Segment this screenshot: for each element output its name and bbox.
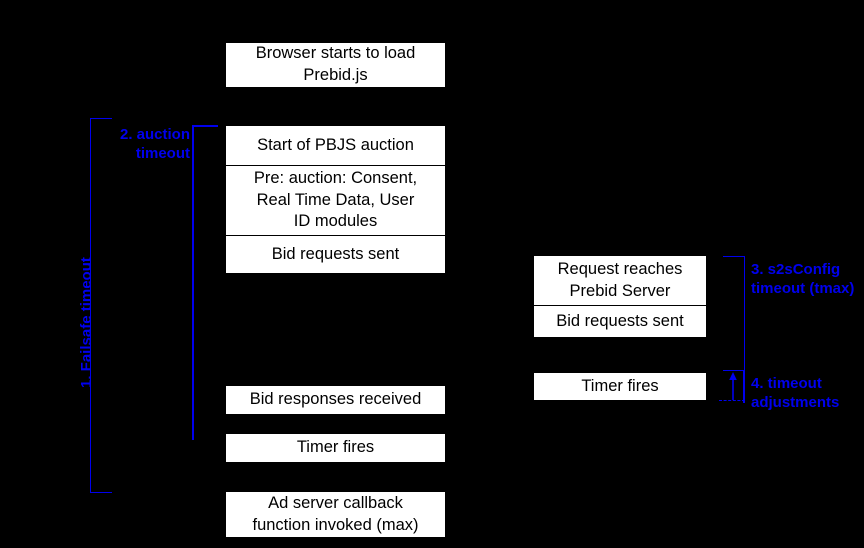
annotation-auction-timeout-label: 2. auction timeout bbox=[119, 126, 190, 162]
client-stacked-box-group: Start of PBJS auction Pre: auction: Cons… bbox=[226, 126, 445, 273]
annotation-s2sconfig-timeout-label: 3. s2sConfig timeout (tmax) bbox=[751, 261, 855, 297]
box-pre-auction-modules: Pre: auction: Consent, Real Time Data, U… bbox=[226, 166, 445, 236]
bracket-failsafe-timeout bbox=[90, 118, 112, 493]
timeout-adjustments-divider bbox=[743, 371, 745, 403]
box-bid-requests-sent-client: Bid requests sent bbox=[226, 236, 445, 273]
box-bid-responses-received: Bid responses received bbox=[226, 386, 445, 414]
bracket-s2sconfig-timeout bbox=[723, 256, 745, 371]
box-request-reaches-prebid-server: Request reaches Prebid Server bbox=[534, 256, 706, 306]
bracket-auction-timeout-stem bbox=[192, 125, 194, 440]
annotation-failsafe-timeout-label: 1. Failsafe timeout bbox=[78, 257, 95, 388]
timeout-adjustments-baseline bbox=[719, 400, 745, 401]
box-ad-server-callback-invoked: Ad server callback function invoked (max… bbox=[226, 492, 445, 537]
bracket-auction-timeout-top bbox=[192, 125, 218, 127]
box-timer-fires-client: Timer fires bbox=[226, 434, 445, 462]
server-stacked-box-group: Request reaches Prebid Server Bid reques… bbox=[534, 256, 706, 337]
box-bid-requests-sent-server: Bid requests sent bbox=[534, 306, 706, 337]
arrow-up-icon bbox=[729, 372, 737, 400]
annotation-timeout-adjustments-label: 4. timeout adjustments bbox=[751, 375, 840, 411]
box-start-of-pbjs-auction: Start of PBJS auction bbox=[226, 126, 445, 166]
box-timer-fires-server: Timer fires bbox=[534, 373, 706, 400]
box-browser-starts-to-load-prebidjs: Browser starts to load Prebid.js bbox=[226, 43, 445, 87]
